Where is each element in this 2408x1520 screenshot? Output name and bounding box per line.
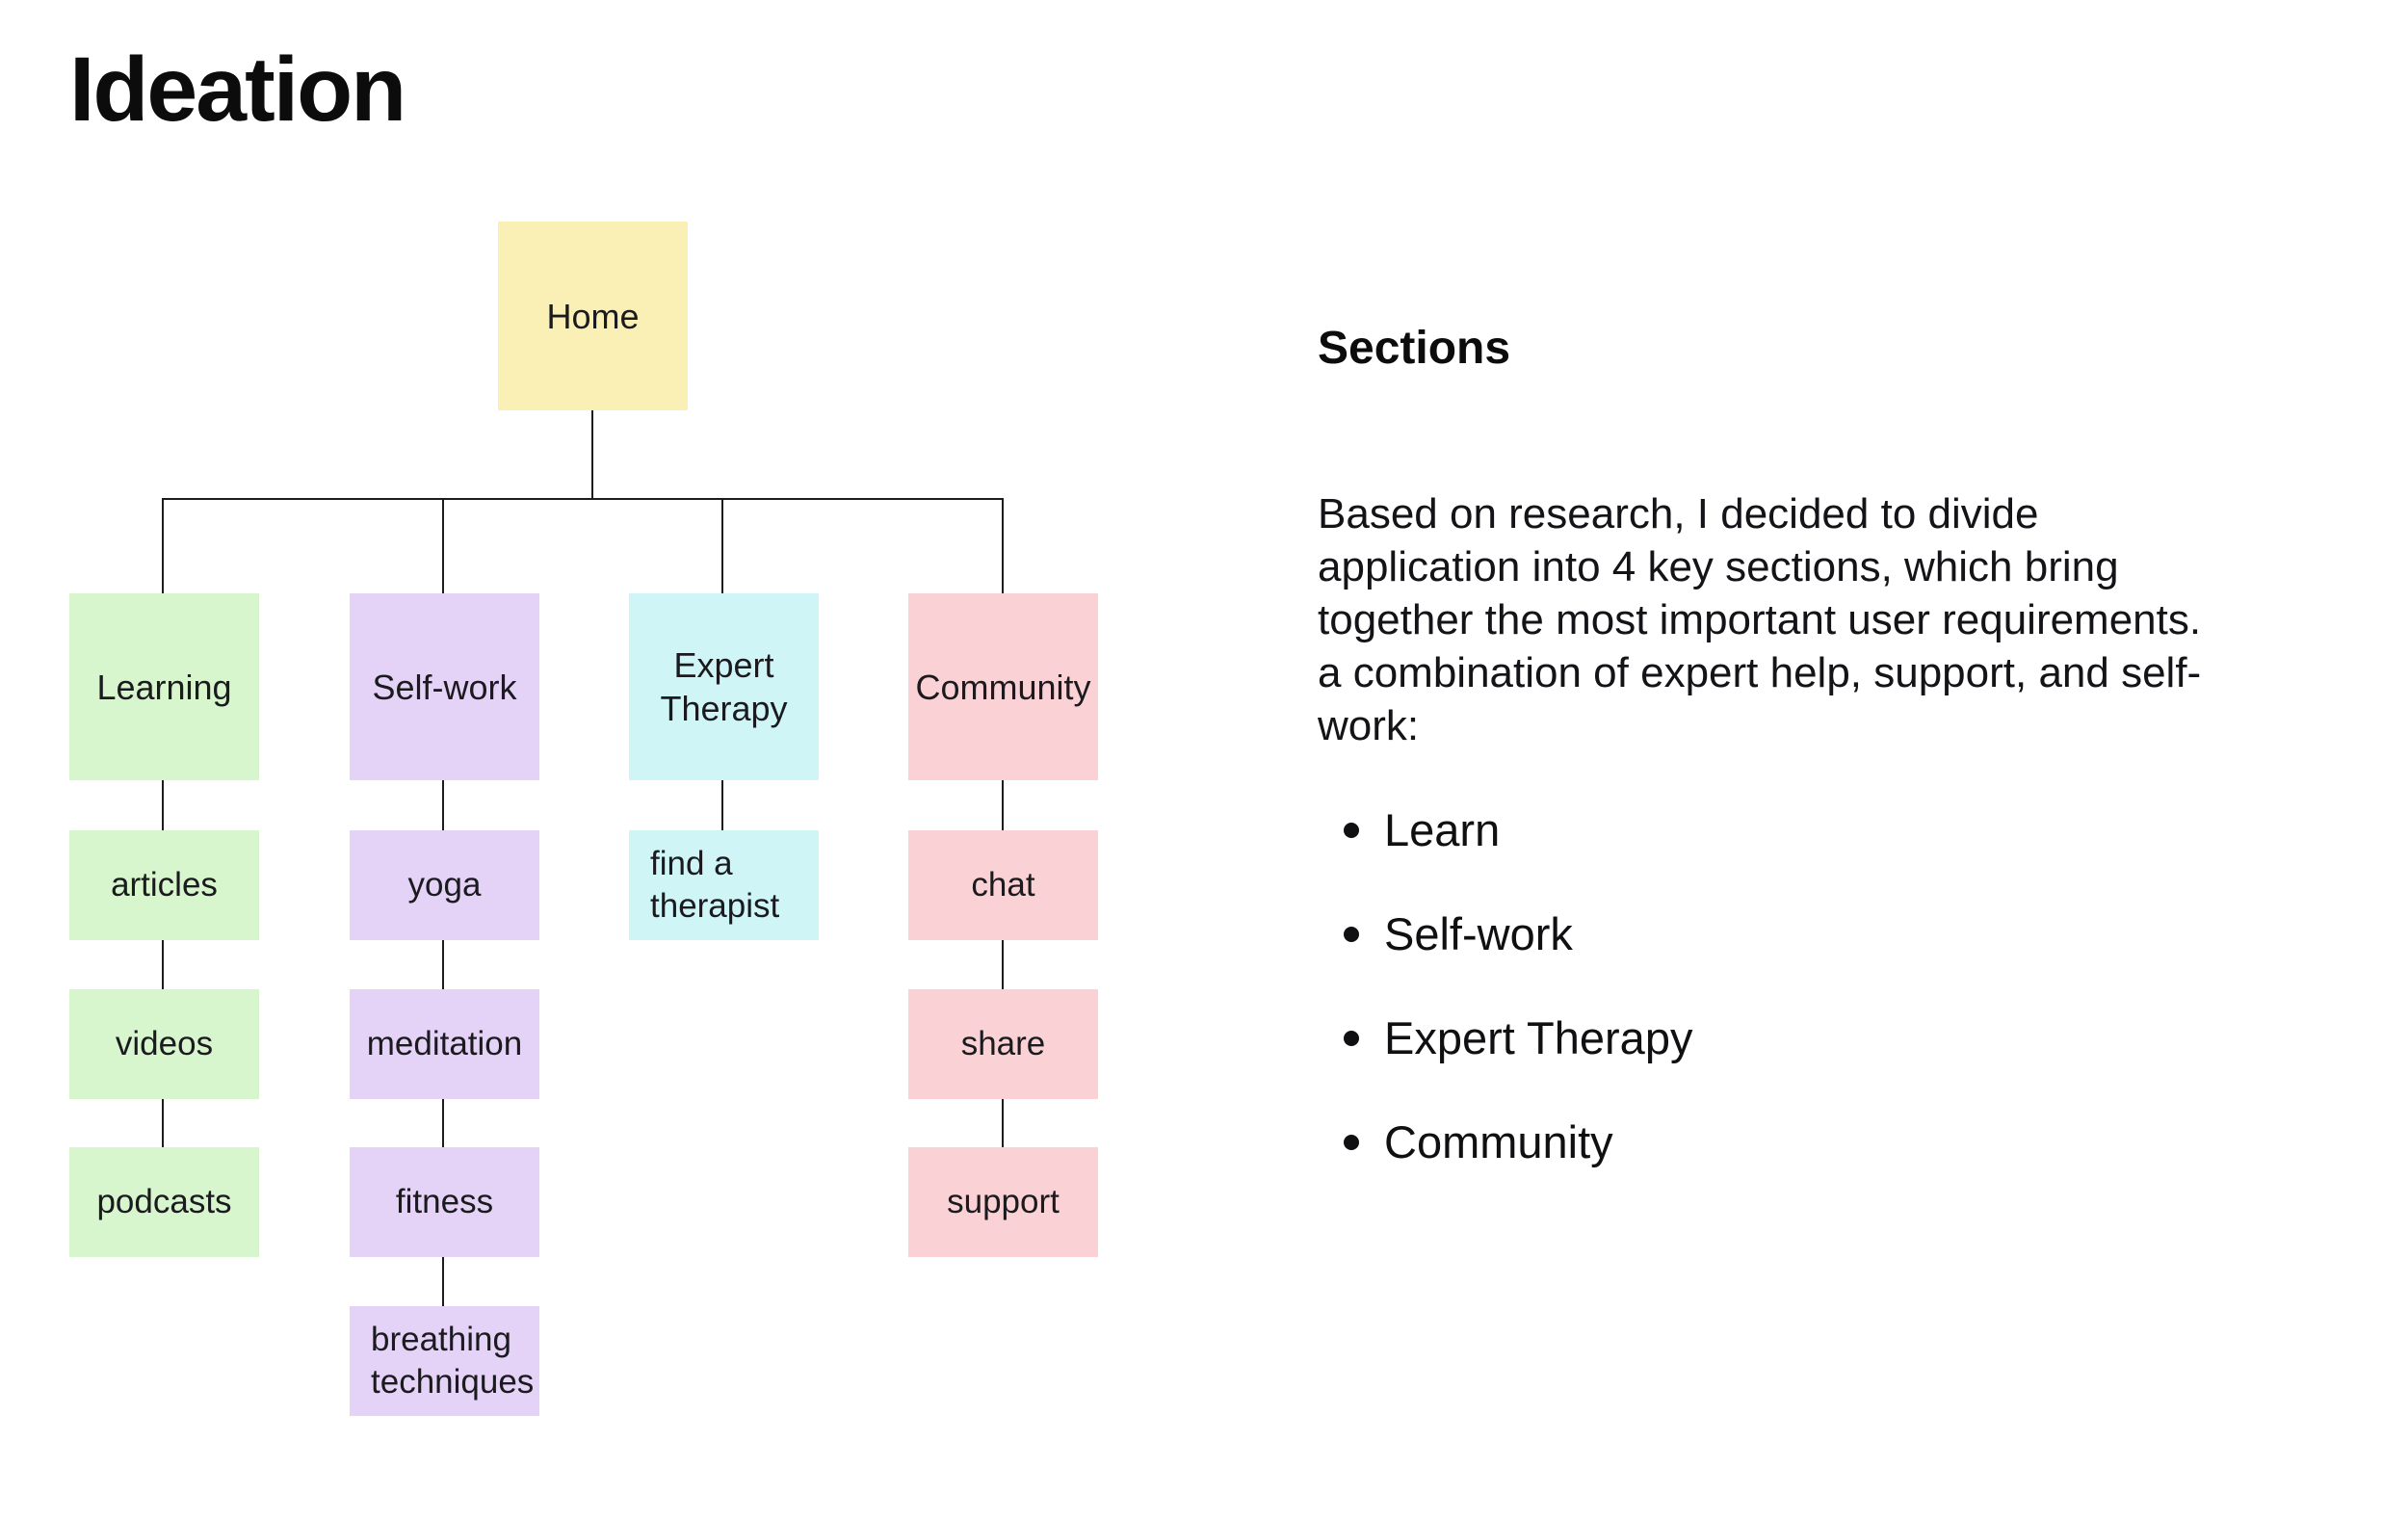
connector-community-chat [1002, 780, 1004, 830]
node-learning-label: Learning [96, 667, 232, 707]
node-chat-label: chat [971, 866, 1035, 904]
node-expert-therapy-label: Expert Therapy [660, 645, 788, 728]
bullet-community: Community [1344, 1115, 1692, 1169]
node-share[interactable]: share [908, 989, 1098, 1099]
page-title: Ideation [69, 39, 406, 141]
node-articles[interactable]: articles [69, 830, 259, 940]
connector-learning-articles [162, 780, 164, 830]
node-chat[interactable]: chat [908, 830, 1098, 940]
connector-fitness-breathing [442, 1257, 444, 1306]
connector-share-support [1002, 1099, 1004, 1147]
node-podcasts[interactable]: podcasts [69, 1147, 259, 1257]
connector-chat-share [1002, 940, 1004, 989]
connector-drop-expert [721, 498, 723, 593]
bullet-self-work: Self-work [1344, 907, 1692, 961]
connector-home-stem [591, 410, 593, 499]
node-breathing-techniques[interactable]: breathing techniques [350, 1306, 539, 1416]
connector-drop-learning [162, 498, 164, 593]
bullet-expert-therapy: Expert Therapy [1344, 1011, 1692, 1065]
sections-paragraph: Based on research, I decided to divide a… [1318, 490, 2202, 749]
node-learning[interactable]: Learning [69, 593, 259, 780]
node-yoga[interactable]: yoga [350, 830, 539, 940]
connector-horizontal-bus [163, 498, 1004, 500]
sections-heading: Sections [1318, 323, 1511, 374]
node-community[interactable]: Community [908, 593, 1098, 780]
node-videos-label: videos [115, 1025, 214, 1063]
node-community-label: Community [915, 667, 1091, 707]
node-support-label: support [947, 1183, 1060, 1221]
node-self-work[interactable]: Self-work [350, 593, 539, 780]
sections-bullet-list: Learn Self-work Expert Therapy Community [1344, 803, 1692, 1219]
connector-videos-podcasts [162, 1099, 164, 1147]
node-meditation[interactable]: meditation [350, 989, 539, 1099]
node-fitness[interactable]: fitness [350, 1147, 539, 1257]
node-videos[interactable]: videos [69, 989, 259, 1099]
node-podcasts-label: podcasts [96, 1183, 232, 1221]
connector-drop-community [1002, 498, 1004, 593]
node-share-label: share [960, 1025, 1046, 1063]
node-meditation-label: meditation [366, 1025, 523, 1063]
bullet-learn: Learn [1344, 803, 1692, 857]
node-find-a-therapist-label: find a therapist [650, 845, 780, 925]
node-articles-label: articles [111, 866, 218, 904]
node-home-label: Home [546, 296, 640, 336]
node-self-work-label: Self-work [372, 667, 517, 707]
node-support[interactable]: support [908, 1147, 1098, 1257]
connector-selfwork-yoga [442, 780, 444, 830]
node-home[interactable]: Home [498, 222, 688, 410]
connector-yoga-meditation [442, 940, 444, 989]
connector-meditation-fitness [442, 1099, 444, 1147]
node-breathing-techniques-label: breathing techniques [371, 1321, 535, 1401]
connector-expert-findtherapist [721, 780, 723, 830]
node-yoga-label: yoga [407, 866, 482, 904]
node-fitness-label: fitness [395, 1183, 494, 1221]
connector-drop-self-work [442, 498, 444, 593]
connector-articles-videos [162, 940, 164, 989]
node-find-a-therapist[interactable]: find a therapist [629, 830, 819, 940]
node-expert-therapy[interactable]: Expert Therapy [629, 593, 819, 780]
